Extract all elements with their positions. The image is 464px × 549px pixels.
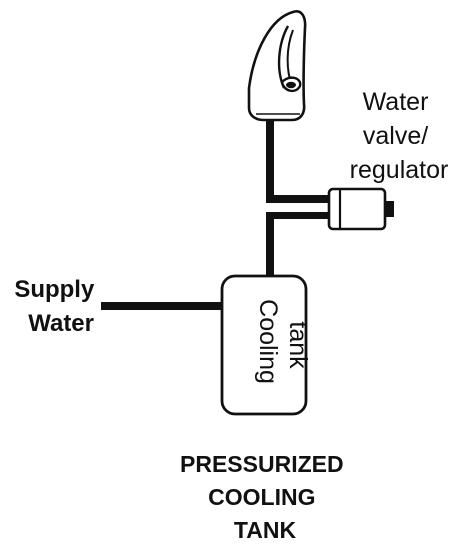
cooling-tank-body — [220, 274, 308, 416]
valve-icon — [327, 187, 394, 231]
pipe-valve-lower — [266, 212, 330, 219]
pipe-faucet-riser — [266, 120, 274, 202]
piping — [101, 120, 330, 310]
cooling-tank: Cooling tank — [220, 274, 312, 416]
supply-water-label: Supply Water — [14, 276, 101, 337]
faucet-icon — [247, 10, 307, 122]
pipe-supply — [101, 302, 223, 310]
pipe-valve-upper — [266, 195, 330, 203]
valve-regulator-label: Water valve/ regulator — [350, 88, 449, 184]
pipe-tank-riser — [266, 212, 274, 278]
cooling-tank-label: Cooling tank — [254, 299, 312, 391]
diagram-title: PRESSURIZED COOLING TANK — [180, 451, 350, 543]
